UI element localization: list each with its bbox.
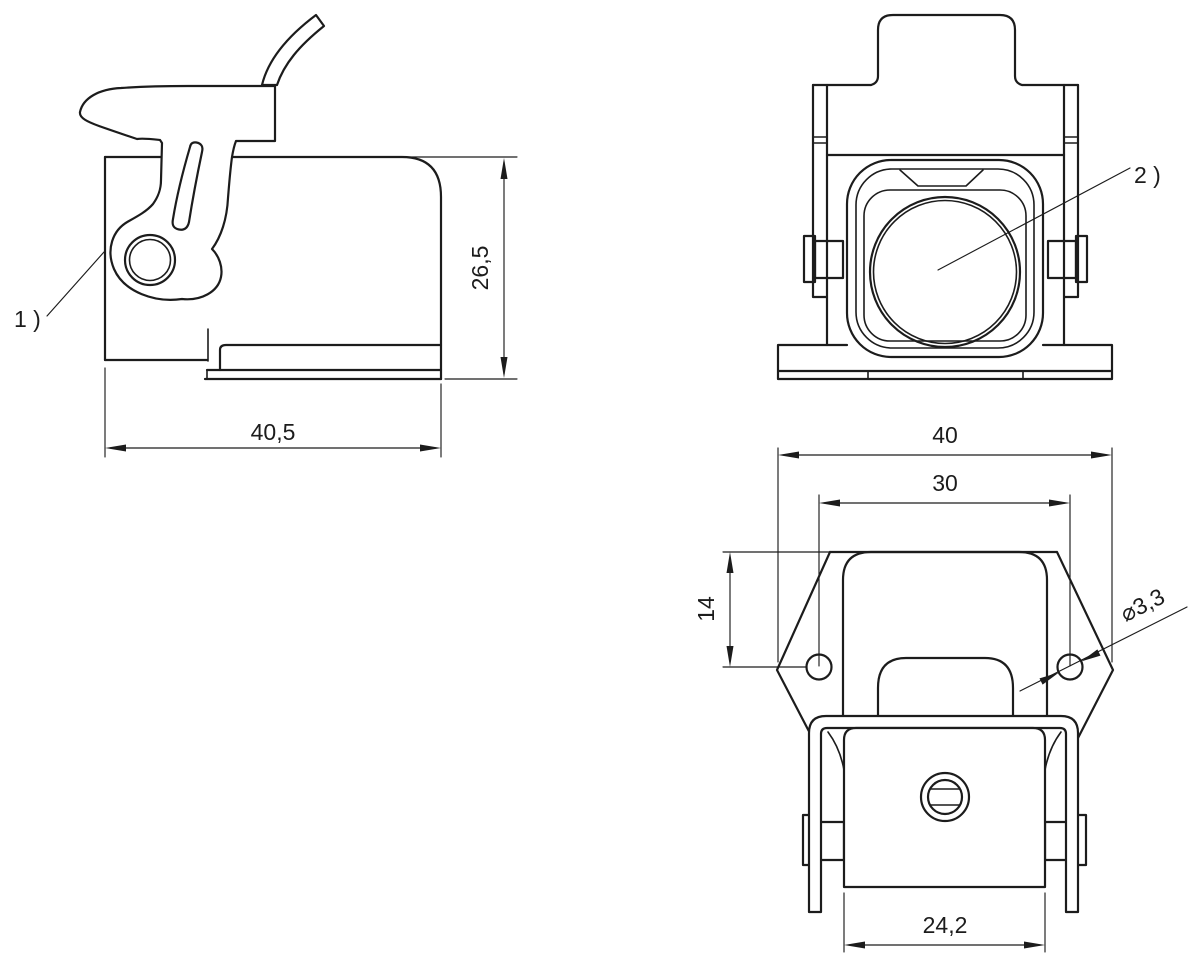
- side-base-plate-top: [218, 343, 443, 372]
- callout-2: 2 ): [937, 162, 1161, 271]
- top-center-screw: [919, 771, 971, 823]
- front-peg-left: [802, 234, 845, 284]
- side-cable: [260, 13, 326, 87]
- front-mating-circle-outer: [868, 195, 1022, 349]
- dim-body-width-label: 24,2: [923, 912, 968, 938]
- front-frame-inner: [855, 168, 1035, 349]
- side-pivot-inner: [128, 238, 172, 282]
- dim-side-height-label: 26,5: [467, 246, 493, 291]
- front-bail-strip-right: [1062, 83, 1080, 347]
- dim-hole-spacing: 30: [818, 470, 1071, 667]
- front-flange: [776, 343, 1114, 381]
- top-housing: [841, 550, 1049, 730]
- front-top-boss: [869, 13, 1024, 87]
- dim-side-height: 26,5: [403, 156, 518, 380]
- dim-hole-offset: 14: [693, 551, 833, 668]
- top-collar-arc-left: [827, 731, 845, 771]
- dim-body-width: 24,2: [843, 892, 1046, 953]
- front-mating-circle-inner: [872, 199, 1018, 345]
- top-bail-wire: [807, 714, 1080, 914]
- front-frame-outer: [845, 158, 1045, 359]
- callout-1: 1 ): [14, 251, 105, 332]
- dim-hole-diameter: ⌀3,3: [1019, 583, 1188, 692]
- front-bail-strip-left: [811, 83, 829, 347]
- dim-side-width: 40,5: [104, 367, 442, 458]
- callout-1-leader: [46, 251, 105, 317]
- front-insert-face: [863, 189, 1027, 342]
- top-collar-arc-right: [1044, 731, 1062, 771]
- dim-hole-spacing-label: 30: [932, 470, 958, 496]
- callout-2-label: 2 ): [1134, 162, 1161, 188]
- callout-1-label: 1 ): [14, 306, 41, 332]
- top-lever-dome: [876, 656, 1015, 724]
- dim-overall-width-label: 40: [932, 422, 958, 448]
- front-keyway-trapezoid: [899, 169, 984, 187]
- dim-hole-offset-label: 14: [693, 596, 719, 622]
- dim-side-width-label: 40,5: [251, 419, 296, 445]
- side-view: 26,5 40,5 1 ): [14, 13, 518, 458]
- callout-2-leader: [937, 167, 1131, 271]
- side-pivot-outer: [123, 233, 177, 287]
- top-body-block: [842, 726, 1047, 889]
- front-view: 2 ): [776, 13, 1161, 381]
- side-lever-slot: [171, 141, 204, 231]
- side-body-top-right: [103, 155, 443, 381]
- top-flange-outline: [775, 550, 1115, 743]
- dim-overall-width: 40: [777, 422, 1113, 663]
- front-flange-ticks: [867, 370, 1024, 380]
- front-peg-right: [1046, 234, 1089, 284]
- top-view: 40 30 14 ⌀3,3: [693, 422, 1188, 953]
- front-strip-ticks: [812, 136, 1079, 144]
